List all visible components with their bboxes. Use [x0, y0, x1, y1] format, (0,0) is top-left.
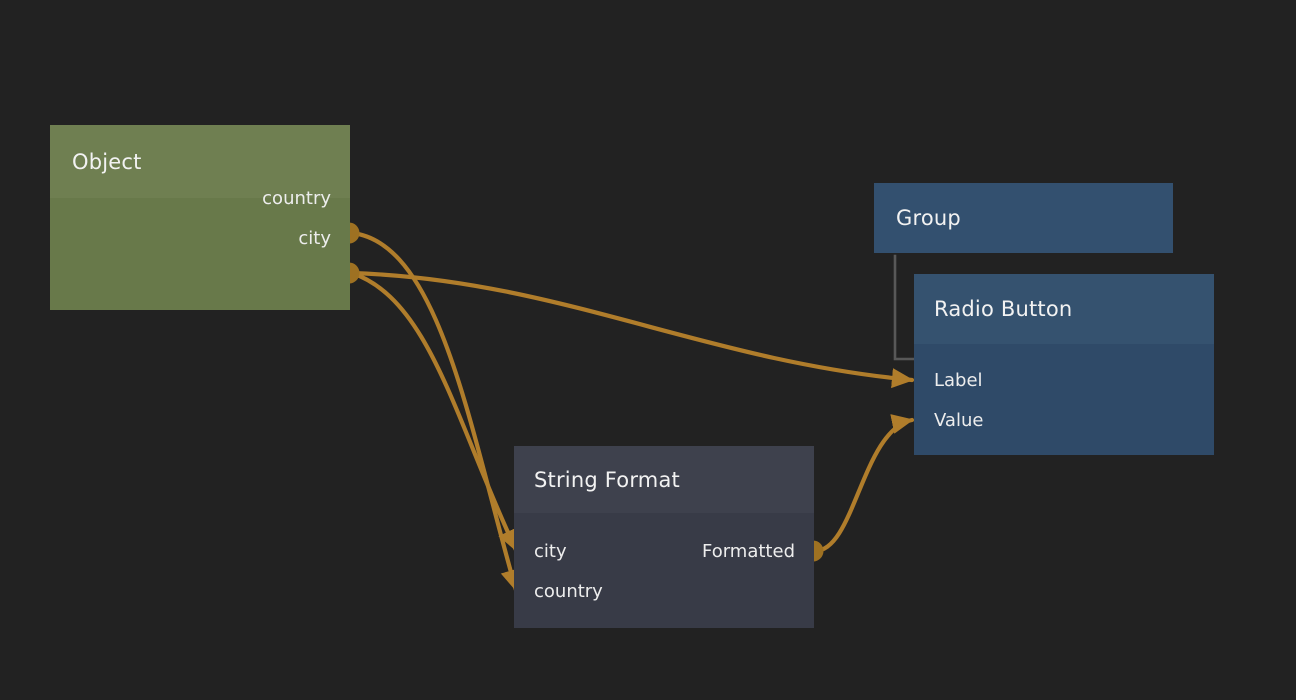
port-radio-in-label-text: Label [934, 369, 983, 391]
node-radio-button-title: Radio Button [934, 297, 1073, 321]
port-object-out-city-label: city [298, 227, 331, 249]
node-radio-button-header[interactable]: Radio Button [914, 274, 1214, 344]
node-radio-button-body: Label Value [914, 344, 1214, 455]
node-radio-button[interactable]: Radio Button Label Value [914, 274, 1214, 455]
node-object-title: Object [72, 149, 142, 174]
port-radio-in-label[interactable]: Label [914, 367, 1214, 393]
port-radio-in-value-text: Value [934, 409, 984, 431]
wire-object-city-to-radio-label [349, 270, 915, 389]
node-string-format-title: String Format [534, 467, 680, 492]
port-object-out-city[interactable]: city [50, 225, 350, 251]
port-object-out-country[interactable]: country [50, 185, 350, 211]
port-strfmt-in-country[interactable]: country [514, 578, 814, 604]
port-strfmt-in-country-label: country [534, 580, 603, 602]
port-object-out-country-label: country [262, 187, 331, 209]
wire-object-country-to-strfmt-country [349, 230, 521, 593]
node-group[interactable]: Group [874, 183, 1173, 253]
port-radio-in-value[interactable]: Value [914, 407, 1214, 433]
node-group-header[interactable]: Group [874, 183, 1173, 253]
node-string-format[interactable]: String Format city country Formatted [514, 446, 814, 628]
port-strfmt-out-formatted[interactable]: Formatted [514, 538, 814, 564]
port-strfmt-in-city-label: city [534, 540, 567, 562]
node-object-header[interactable]: Object [50, 125, 350, 198]
node-string-format-body: city country Formatted [514, 513, 814, 628]
wire-strfmt-formatted-to-radio-value [812, 414, 915, 554]
port-strfmt-out-formatted-label: Formatted [702, 540, 795, 562]
port-strfmt-in-city[interactable]: city [514, 538, 814, 564]
node-string-format-header[interactable]: String Format [514, 446, 814, 513]
node-object[interactable]: Object country city [50, 125, 350, 310]
node-group-title: Group [896, 206, 961, 230]
wire-object-city-to-strfmt-city [349, 270, 519, 553]
node-object-body: country city [50, 188, 350, 310]
